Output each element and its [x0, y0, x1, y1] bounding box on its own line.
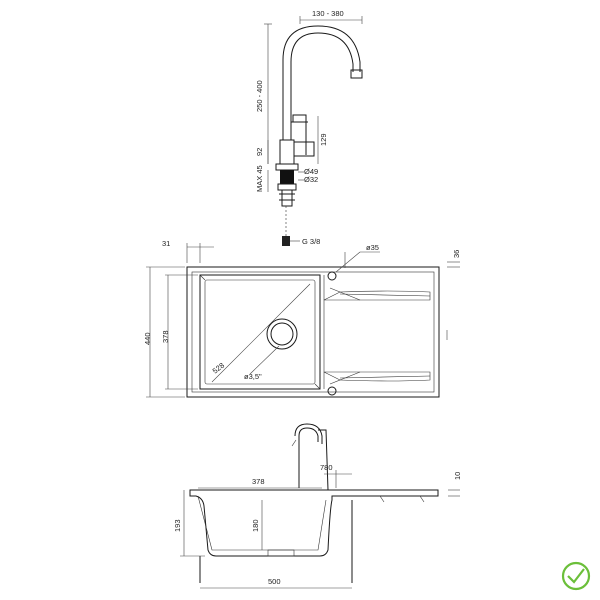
label-500: 500: [268, 577, 281, 586]
label-faucet-129: 129: [319, 133, 328, 146]
label-378-top: 378: [161, 330, 170, 343]
checkmark-circle-icon: [561, 561, 591, 591]
faucet-shank: [281, 189, 293, 207]
overflow-hole: [327, 386, 337, 396]
label-780: 780: [320, 463, 333, 472]
label-193: 193: [173, 519, 182, 532]
side-faucet: [298, 427, 319, 488]
faucet-base: [275, 163, 299, 171]
label-d49: Ø49: [304, 167, 318, 176]
sink-bowl: [199, 274, 321, 390]
faucet-handle: [293, 141, 315, 157]
faucet-spout: [282, 25, 361, 140]
side-faucet-body: [318, 429, 329, 491]
label-faucet-height: 250 - 400: [255, 80, 264, 112]
faucet-hose-end: [282, 236, 290, 246]
label-d32: Ø32: [304, 175, 318, 184]
faucet-mount-thread: [280, 170, 294, 184]
faucet-body: [279, 139, 295, 165]
faucet-view: 130 - 380 250 - 400 129 92 MAX 45 Ø49 Ø3…: [255, 9, 363, 246]
side-sink-body: [189, 489, 439, 557]
sink-drain: [266, 318, 298, 350]
sink-outline: [186, 266, 440, 398]
sink-drainer: [323, 275, 431, 389]
label-d35-inch: ø3,5": [244, 372, 262, 381]
faucet-nut: [277, 183, 297, 191]
label-180: 180: [251, 519, 260, 532]
label-d35: ø35: [366, 243, 379, 252]
dim-bowl-diagonal: [211, 283, 311, 383]
sink-top-view: 528 ø3,5" ø35 31 36 440: [143, 239, 461, 398]
label-440: 440: [143, 332, 152, 345]
faucet-lever-knob: [292, 114, 307, 123]
label-31: 31: [162, 239, 170, 248]
label-max45: MAX 45: [255, 165, 264, 192]
faucet-spout-inner: [290, 32, 354, 140]
label-faucet-92: 92: [255, 148, 264, 156]
label-10: 10: [453, 472, 462, 480]
label-faucet-width: 130 - 380: [312, 9, 344, 18]
label-g38: G 3/8: [302, 237, 320, 246]
label-36: 36: [452, 250, 461, 258]
tap-hole: [327, 271, 337, 281]
label-378-side: 378: [252, 477, 265, 486]
faucet-nozzle: [350, 69, 363, 79]
sink-side-view: 780 10 378 193 180 500: [173, 423, 462, 589]
faucet-shank-grips: [279, 193, 295, 201]
label-528: 528: [211, 361, 226, 376]
